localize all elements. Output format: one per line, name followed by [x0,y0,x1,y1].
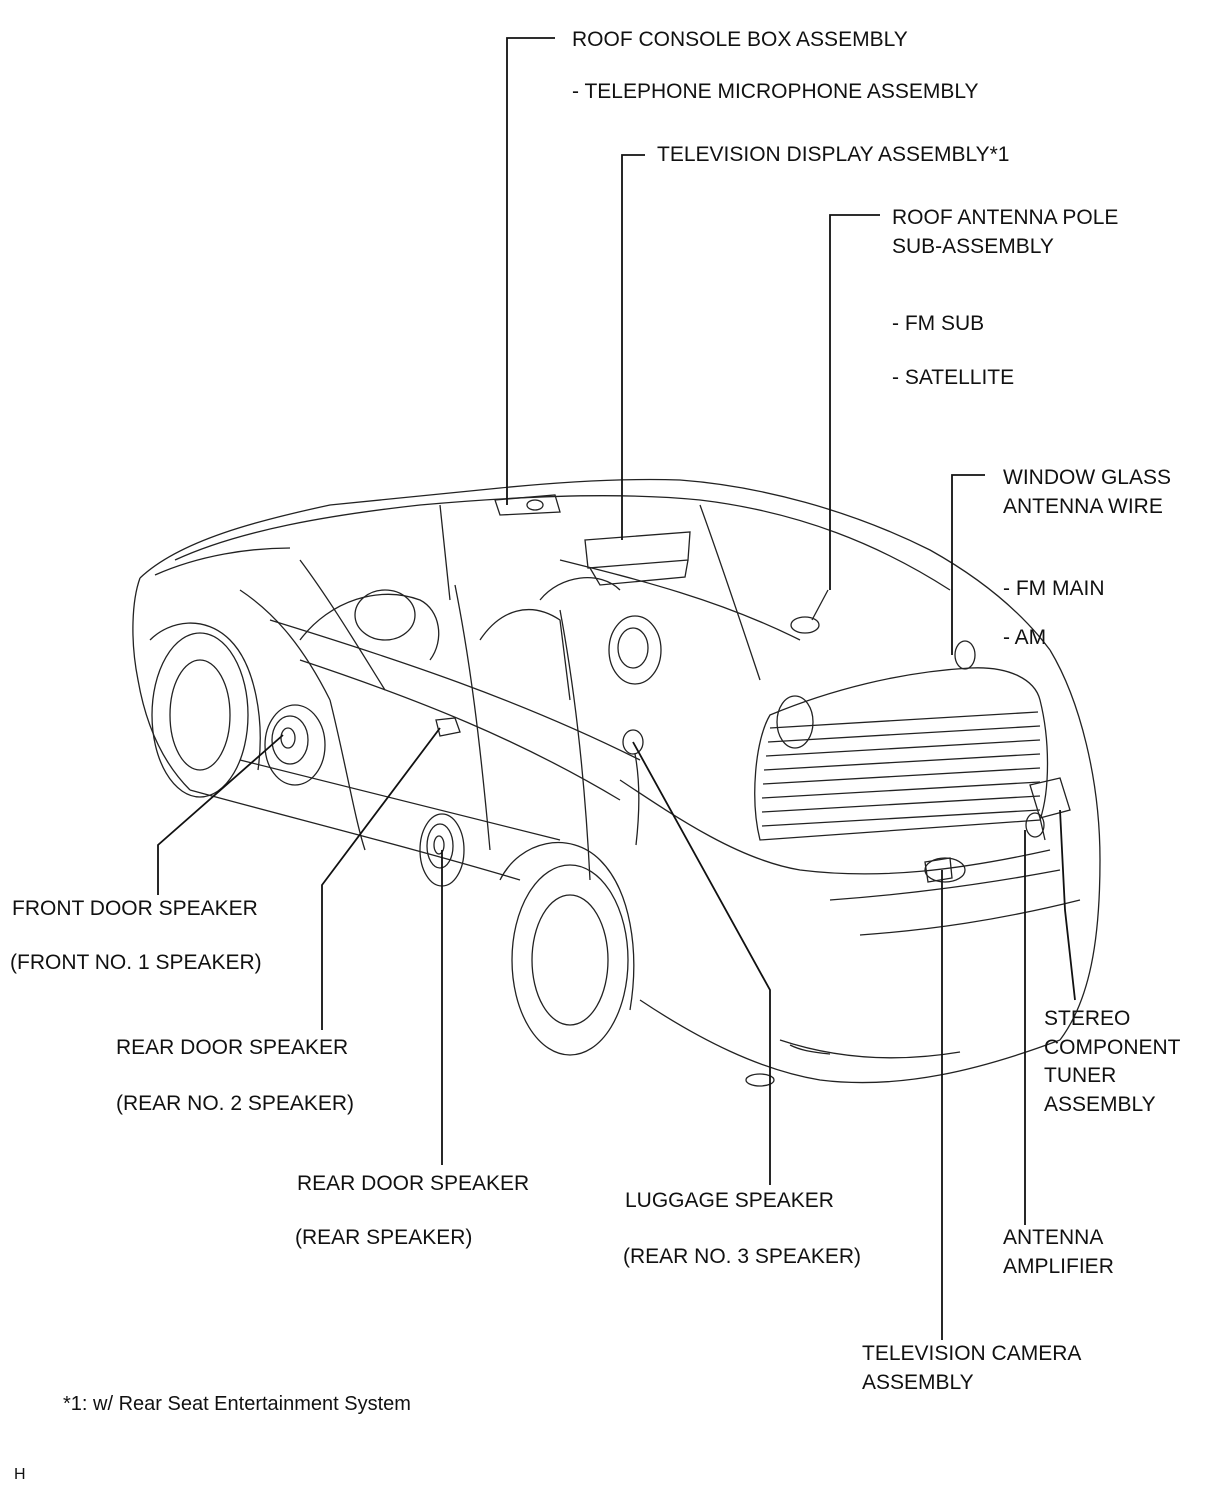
label-am: - AM [1003,626,1047,649]
label-roof-console-box: ROOF CONSOLE BOX ASSEMBLY [572,28,908,51]
front-door-speaker-component [264,704,326,786]
label-window-glass-1: WINDOW GLASS [1003,466,1172,489]
luggage-speaker-component [622,729,644,846]
label-fm-sub: - FM SUB [892,312,985,335]
leader-rear-door-speaker-a [321,727,441,1030]
label-window-glass-2: ANTENNA WIRE [1003,495,1163,518]
leader-roof-antenna [829,214,880,590]
leader-window-glass [951,474,985,655]
stereo-tuner-component [1029,777,1071,841]
vehicle-body-outline [132,478,1101,1087]
label-tv-camera-2: ASSEMBLY [862,1371,974,1394]
leader-tv-display [621,154,645,540]
label-roof-antenna-2: SUB-ASSEMBLY [892,235,1054,258]
label-rear-door-speaker-b-sub: (REAR SPEAKER) [295,1226,473,1249]
label-fm-main: - FM MAIN [1003,577,1105,600]
label-satellite: - SATELLITE [892,366,1015,389]
label-stereo-3: TUNER [1044,1064,1117,1087]
label-antenna-amplifier-2: AMPLIFIER [1003,1255,1114,1278]
rear-speaker-inner-component [608,615,814,749]
label-roof-antenna-1: ROOF ANTENNA POLE [892,206,1119,229]
corner-mark: H [14,1466,26,1483]
label-stereo-2: COMPONENT [1044,1036,1181,1059]
label-antenna-amplifier-1: ANTENNA [1003,1226,1104,1249]
leader-lines [157,37,1076,1340]
footnote: *1: w/ Rear Seat Entertainment System [63,1393,411,1415]
tv-display-component [584,531,691,586]
label-tv-camera-1: TELEVISION CAMERA [862,1342,1082,1365]
leader-luggage-speaker [632,741,771,1185]
label-stereo-4: ASSEMBLY [1044,1093,1156,1116]
label-rear-door-speaker-b: REAR DOOR SPEAKER [297,1172,530,1195]
label-luggage-speaker-sub: (REAR NO. 3 SPEAKER) [623,1245,862,1268]
label-rear-door-speaker-a: REAR DOOR SPEAKER [116,1036,349,1059]
label-luggage-speaker: LUGGAGE SPEAKER [625,1189,834,1212]
tv-camera-component [924,857,953,883]
label-front-door-speaker: FRONT DOOR SPEAKER [12,897,258,920]
leader-stereo-tuner [1059,809,1076,1001]
roof-console-box-component [494,494,561,516]
rear-door-speaker-a-component [435,717,461,737]
leader-roof-console [506,37,555,505]
label-telephone-microphone: - TELEPHONE MICROPHONE ASSEMBLY [572,80,979,103]
label-rear-door-speaker-a-sub: (REAR NO. 2 SPEAKER) [116,1092,355,1115]
label-tv-display: TELEVISION DISPLAY ASSEMBLY*1 [657,143,1010,166]
roof-antenna-component [790,589,829,634]
antenna-amplifier-component [1025,812,1045,838]
label-stereo-1: STEREO [1044,1007,1131,1030]
window-glass-antenna-component [954,640,976,670]
leader-front-door-speaker [157,734,284,895]
label-front-door-speaker-sub: (FRONT NO. 1 SPEAKER) [10,951,262,974]
